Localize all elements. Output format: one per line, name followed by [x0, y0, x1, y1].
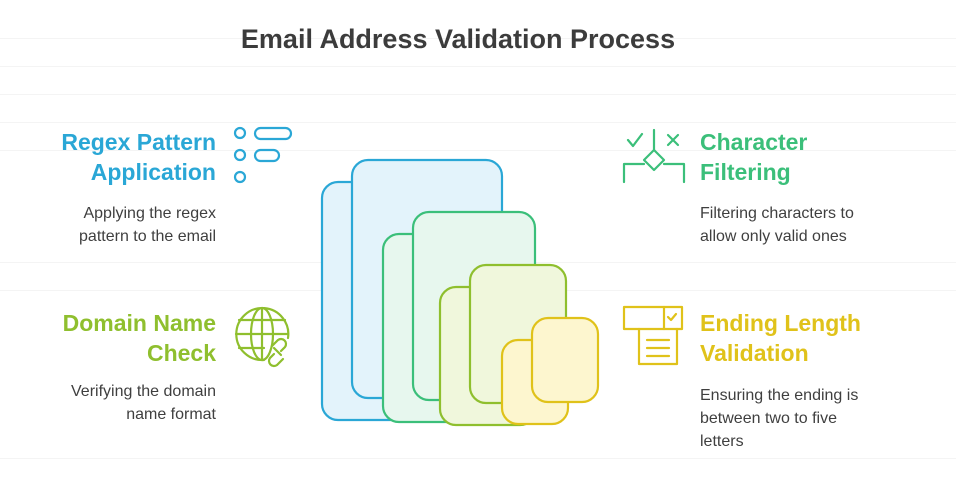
- background-line: [0, 94, 956, 95]
- layer-front-4: [530, 316, 600, 404]
- step-heading-domain: Domain Name Check: [62, 310, 216, 366]
- background-line: [0, 66, 956, 67]
- diagram-title: Email Address Validation Process: [240, 24, 676, 54]
- step-heading-regex: Regex Pattern Application: [61, 129, 216, 185]
- document-checklist-icon: [622, 305, 684, 366]
- step-heading-character: Character Filtering: [700, 129, 808, 185]
- step-description-regex: Applying the regex pattern to the email: [79, 205, 216, 245]
- step-description-character: Filtering characters to allow only valid…: [700, 205, 854, 245]
- filter-check-icon: [622, 128, 686, 184]
- step-heading-ending: Ending Length Validation: [700, 310, 861, 366]
- background-line: [0, 458, 956, 459]
- step-description-ending: Ensuring the ending is between two to fi…: [700, 387, 859, 450]
- background-line: [0, 38, 956, 39]
- background-line: [0, 122, 956, 123]
- globe-broken-link-icon: [234, 306, 290, 368]
- list-toggle-icon: [233, 126, 293, 184]
- step-description-domain: Verifying the domain name format: [71, 383, 216, 423]
- background-line: [0, 150, 956, 151]
